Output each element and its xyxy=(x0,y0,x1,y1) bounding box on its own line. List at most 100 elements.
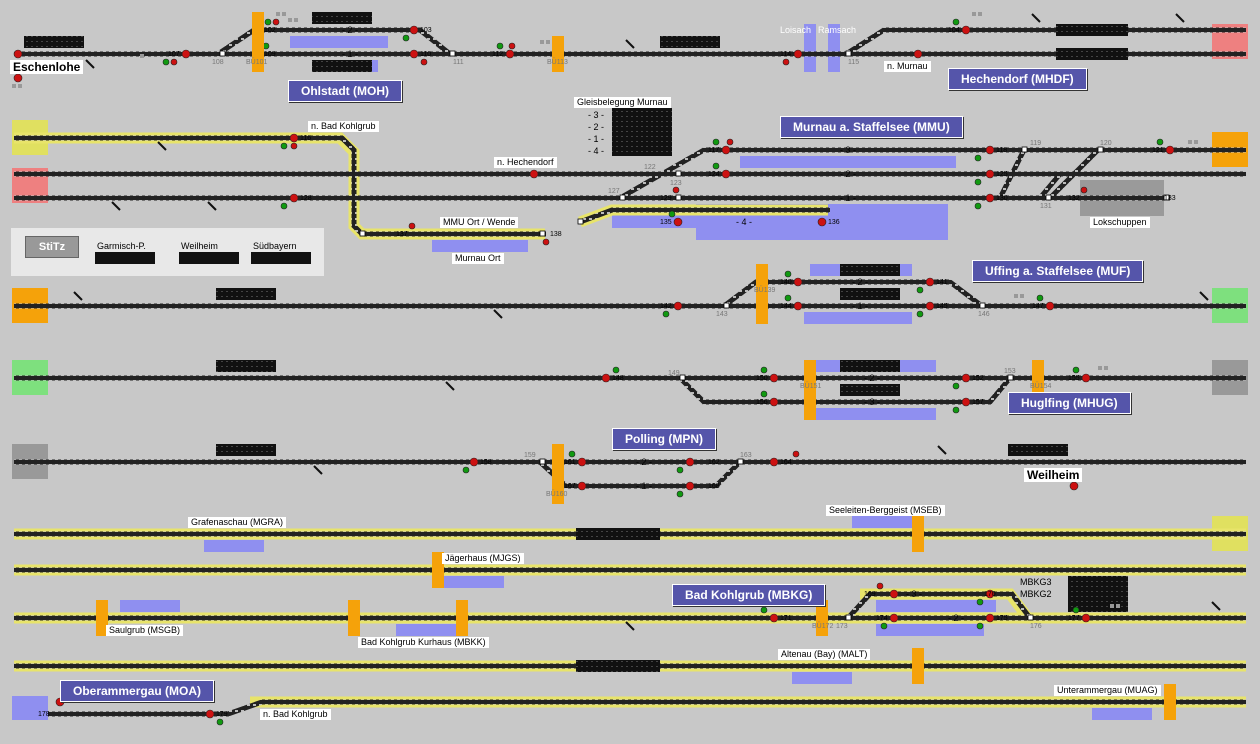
station-huglfing[interactable]: Huglfing (MHUG) xyxy=(1008,392,1131,414)
kurhaus-label: Bad Kohlgrub Kurhaus (MBKK) xyxy=(358,637,489,648)
signal-number: 152 xyxy=(972,375,984,382)
signal-number: 132 xyxy=(1068,195,1080,202)
stitz-display-garmisch[interactable] xyxy=(95,252,155,264)
track-label: - 2 - xyxy=(948,613,965,623)
signal-number: 167 xyxy=(564,483,576,490)
weilheim-label: Weilheim xyxy=(1024,468,1083,482)
signal-number: 141 xyxy=(936,279,948,286)
signal-number: 112 xyxy=(492,51,504,58)
signal-number: 179 xyxy=(216,711,228,718)
station-hechendorf[interactable]: Hechendorf (MHDF) xyxy=(948,68,1087,90)
signal-number: 158 xyxy=(480,459,492,466)
signal-number: 104 xyxy=(948,27,960,34)
signal-number: 163 xyxy=(740,452,752,459)
signal-number: 124 xyxy=(708,171,720,178)
stitz-display-suedbayern[interactable] xyxy=(251,252,311,264)
signal-number: 150 xyxy=(756,375,768,382)
signal-number: 111 xyxy=(453,59,464,66)
signal-number: 120 xyxy=(1100,140,1112,147)
signal-number: 133 xyxy=(1164,195,1176,202)
signal-number: 107 xyxy=(168,51,180,58)
signal-number: 178 xyxy=(38,711,50,718)
signal-number: 146 xyxy=(978,311,990,318)
signal-number: 137 xyxy=(396,231,408,238)
track-label: - 2 - xyxy=(342,25,359,35)
signal-number: 138 xyxy=(550,231,562,238)
track-label: - 1 - xyxy=(342,49,359,59)
signal-number: 116 xyxy=(300,135,312,142)
loisach-label: Loisach xyxy=(780,25,812,35)
n-bad-kohlgrub-moa-label: n. Bad Kohlgrub xyxy=(260,709,331,720)
station-polling[interactable]: Polling (MPN) xyxy=(612,428,716,450)
track-label: - 2 - xyxy=(840,169,857,179)
station-bad-kohlgrub[interactable]: Bad Kohlgrub (MBKG) xyxy=(672,584,826,606)
jaegerhaus-label: Jägerhaus (MJGS) xyxy=(442,553,524,564)
signal-number: 108 xyxy=(212,59,224,66)
n-bad-kohlgrub-label: n. Bad Kohlgrub xyxy=(308,121,379,132)
signal-number: 129 xyxy=(660,195,672,202)
mbkg3-label: MBKG3 xyxy=(1020,577,1052,587)
signal-number: 144 xyxy=(780,303,792,310)
track-label: - 1 - xyxy=(636,481,653,491)
signal-number: 110 xyxy=(420,51,432,58)
signal-number: 115 xyxy=(848,59,860,66)
signal-number: BÜ113 xyxy=(547,59,568,66)
track-label: - 3 - xyxy=(906,589,923,599)
unterammergau-label: Unterammergau (MUAG) xyxy=(1054,685,1161,696)
stitz-button[interactable]: StiTz xyxy=(25,236,79,258)
signal-number: BÜ172 xyxy=(812,623,834,630)
signal-number: 103 xyxy=(420,27,432,34)
stitz-panel: StiTz Garmisch-P. Weilheim Südbayern xyxy=(11,228,324,276)
stitz-display-weilheim[interactable] xyxy=(179,252,239,264)
saulgrub-label: Saulgrub (MSGB) xyxy=(106,625,184,636)
station-murnau[interactable]: Murnau a. Staffelsee (MMU) xyxy=(780,116,963,138)
track-label: - 3 - xyxy=(840,145,857,155)
signal-number: 153 xyxy=(1004,368,1016,375)
signal-number: 148 xyxy=(612,375,624,382)
gleisbelegung-title: Gleisbelegung Murnau xyxy=(574,97,671,108)
signal-number: 128 xyxy=(300,195,312,202)
gleis-row-2: - 2 - xyxy=(588,122,605,132)
track-label: - 2 - xyxy=(864,373,881,383)
track-end-marker[interactable] xyxy=(12,696,48,720)
signal-number: 109 xyxy=(264,51,276,58)
murnau-ort-label: Murnau Ort xyxy=(452,253,504,264)
signal-number: 173 xyxy=(836,623,848,630)
signal-number: 135 xyxy=(660,219,672,226)
mmu-ort-wende-label: MMU Ort / Wende xyxy=(440,217,519,228)
signal-number: 119 xyxy=(1030,140,1042,147)
altenau-label: Altenau (Bay) (MALT) xyxy=(778,649,871,660)
station-ohlstadt[interactable]: Ohlstadt (MOH) xyxy=(288,80,402,102)
gleis-row-1: - 1 - xyxy=(588,134,605,144)
signal-number: BÜ151 xyxy=(800,383,822,390)
signal-number: BÜ101 xyxy=(246,59,268,66)
signal-number: 143 xyxy=(716,311,728,318)
switch-points[interactable] xyxy=(219,50,1170,621)
level-crossings[interactable] xyxy=(96,12,1176,720)
signal-number: 145 xyxy=(936,303,948,310)
station-oberammergau[interactable]: Oberammergau (MOA) xyxy=(60,680,215,702)
signal-number: 149 xyxy=(668,370,680,377)
signal-number: 164 xyxy=(780,459,792,466)
signal-number: 127 xyxy=(608,188,620,195)
signal-number: BÜ160 xyxy=(546,491,568,498)
n-murnau-label: n. Murnau xyxy=(884,61,931,72)
signal-number: 169 xyxy=(864,591,876,598)
gleis-row-3: - 3 - xyxy=(588,110,605,120)
signal-number: 161 xyxy=(564,459,576,466)
mbkg2-label: MBKG2 xyxy=(1020,589,1052,599)
signals[interactable] xyxy=(13,18,1175,726)
signal-number: 102 xyxy=(264,27,276,34)
signal-number: 121 xyxy=(1152,147,1164,154)
track-label: - 4 - xyxy=(736,217,753,227)
signal-number: 170 xyxy=(984,591,996,598)
track-label: - 3 - xyxy=(864,397,881,407)
signal-number: 168 xyxy=(708,483,720,490)
signal-number: 171 xyxy=(780,615,792,622)
station-uffing[interactable]: Uffing a. Staffelsee (MUF) xyxy=(972,260,1144,282)
signal-number: 118 xyxy=(996,147,1008,154)
shunt-signals[interactable] xyxy=(73,13,1221,631)
signal-number: 176 xyxy=(1030,623,1042,630)
seeleiten-label: Seeleiten-Berggeist (MSEB) xyxy=(826,505,945,516)
